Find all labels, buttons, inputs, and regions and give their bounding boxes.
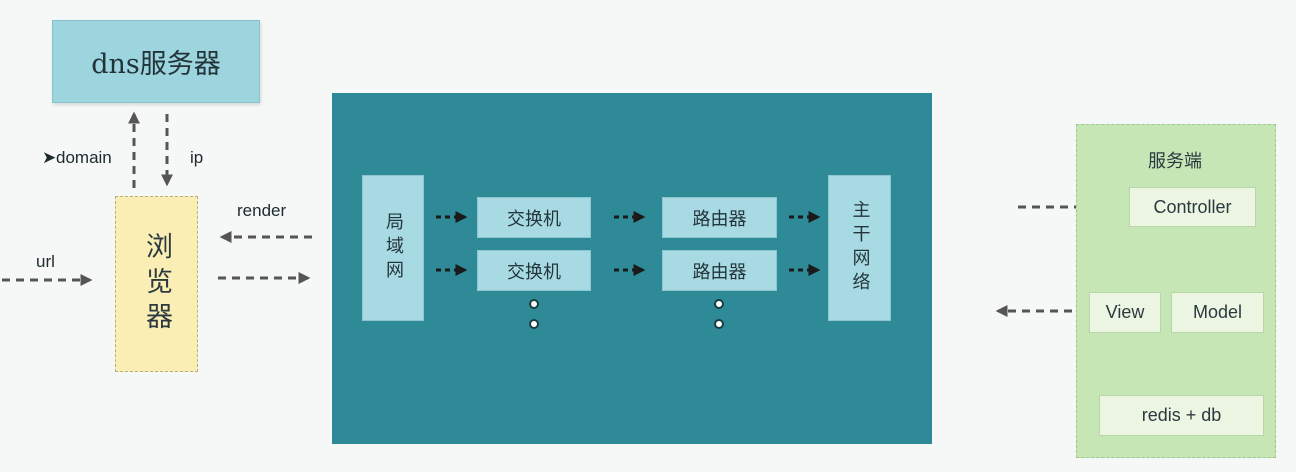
switch-box-2: 交换机: [477, 250, 591, 291]
switch-label-2: 交换机: [507, 261, 561, 283]
network-area: 局域网 交换机 交换机 路由器 路由器 主干网络: [332, 93, 932, 444]
server-area: 服务端 Controller View Model redis + db: [1076, 124, 1276, 458]
controller-box: Controller: [1129, 187, 1256, 227]
model-box: Model: [1171, 292, 1264, 333]
router-box-2: 路由器: [662, 250, 777, 291]
domain-label: domain: [56, 148, 112, 167]
backbone-box: 主干网络: [828, 175, 891, 321]
model-label: Model: [1192, 302, 1243, 322]
render-label: render: [237, 201, 287, 220]
url-label: url: [36, 252, 55, 271]
router-label-2: 路由器: [692, 261, 747, 283]
switch-label-1: 交换机: [507, 208, 561, 230]
backbone-label: 主干网络: [849, 200, 871, 296]
dns-server-box: dns服务器: [52, 20, 260, 103]
ellipsis-dot: [714, 299, 724, 309]
controller-label: Controller: [1153, 196, 1232, 217]
switch-box-1: 交换机: [477, 197, 591, 238]
ellipsis-dot: [529, 319, 539, 329]
router-box-1: 路由器: [662, 197, 777, 238]
router-label-1: 路由器: [692, 208, 747, 230]
cursor-icon: ➤: [42, 148, 57, 167]
storage-box: redis + db: [1099, 395, 1264, 436]
dns-server-label: dns服务器: [91, 49, 221, 80]
storage-label: redis + db: [1141, 405, 1222, 425]
browser-label: 浏览器: [141, 231, 172, 337]
lan-label: 局域网: [383, 212, 404, 284]
network-arrows: [436, 211, 821, 276]
server-title: 服务端: [1148, 151, 1202, 172]
view-box: View: [1089, 292, 1161, 333]
view-label: View: [1105, 302, 1145, 322]
lan-box: 局域网: [362, 175, 424, 321]
ellipsis-dot: [714, 319, 724, 329]
browser-box: 浏览器: [115, 196, 198, 372]
ip-label: ip: [190, 148, 204, 167]
ellipsis-dot: [529, 299, 539, 309]
